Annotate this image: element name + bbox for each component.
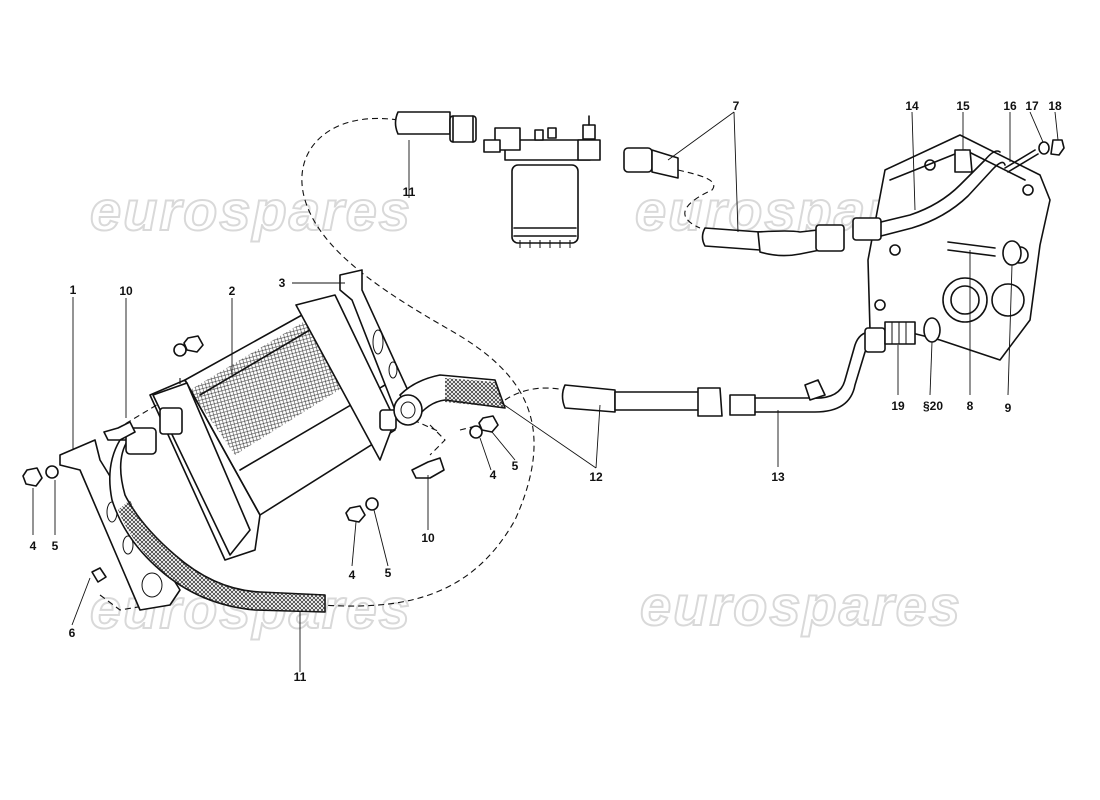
callout-4: 4	[30, 539, 37, 553]
pipe-13	[729, 317, 941, 416]
bolt-washer-nut-16-18	[1004, 139, 1065, 173]
oil-filter-assembly	[394, 111, 601, 248]
callout-11: 11	[403, 185, 416, 199]
callout-6: 6	[69, 626, 76, 640]
callout-2: 2	[229, 284, 236, 298]
hose-12	[561, 384, 723, 417]
callout-11: 11	[294, 670, 307, 684]
hose-12-braided	[393, 374, 506, 426]
callout-16: 16	[1003, 99, 1017, 113]
callout-3: 3	[279, 276, 286, 290]
callout-4: 4	[349, 568, 356, 582]
callout-5: 5	[52, 539, 59, 553]
bracket-1	[59, 439, 181, 611]
callout-8: 8	[967, 399, 974, 413]
pipe-14	[852, 149, 1006, 241]
callout-labels: 1 2 3 4 5 6 7 8 9 10 10 11 11 12 13 14 1…	[30, 99, 1062, 684]
callout-12: 12	[589, 470, 603, 484]
watermark-text: eurospares	[640, 574, 962, 637]
callout-4: 4	[490, 468, 497, 482]
callout-15: 15	[956, 99, 970, 113]
callout-leaders	[32, 111, 1059, 672]
callout-7: 7	[733, 99, 740, 113]
oil-cooler-core	[149, 294, 397, 561]
watermark-text: eurospares	[90, 179, 412, 242]
hose-7	[623, 147, 845, 257]
callout-10: 10	[421, 531, 435, 545]
callout-14: 14	[905, 99, 919, 113]
callout-17: 17	[1025, 99, 1039, 113]
callout-20: §20	[923, 399, 943, 413]
callout-1: 1	[70, 283, 77, 297]
callout-10: 10	[119, 284, 133, 298]
hose-11-lower	[109, 427, 326, 613]
callout-5: 5	[385, 566, 392, 580]
callout-19: 19	[891, 399, 905, 413]
callout-5: 5	[512, 459, 519, 473]
callout-13: 13	[771, 470, 785, 484]
callout-9: 9	[1005, 401, 1012, 415]
callout-18: 18	[1048, 99, 1062, 113]
small-fittings	[22, 335, 499, 583]
